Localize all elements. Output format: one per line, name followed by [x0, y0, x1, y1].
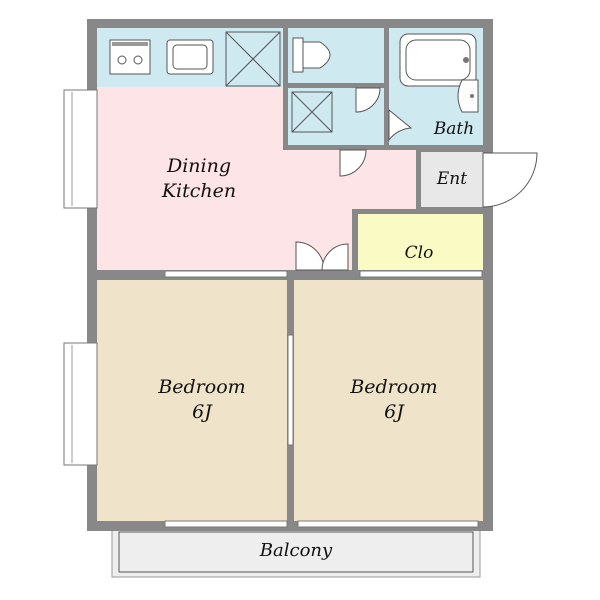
bedroom-right-label-line2: 6J — [384, 401, 405, 423]
entrance-label: Ent — [436, 169, 467, 189]
balcony-rail — [118, 531, 474, 573]
openings — [164, 270, 483, 446]
bedroom-left-floor — [97, 280, 287, 521]
bath-label: Bath — [433, 119, 474, 139]
dining-kitchen-label-line1: Dining — [166, 155, 231, 177]
fridge-space-icon — [225, 31, 281, 87]
sink-icon — [166, 39, 214, 75]
closet-label: Clo — [405, 243, 434, 263]
dining-kitchen-label-line2: Kitchen — [161, 180, 236, 202]
doors — [295, 87, 538, 271]
dining-kitchen-floor — [97, 87, 418, 270]
windows — [63, 89, 479, 528]
stove-icon — [109, 39, 151, 75]
bedroom-left-label-line2: 6J — [192, 401, 213, 423]
bedroom-right-floor — [294, 280, 483, 521]
bedroom-left-label-line1: Bedroom — [157, 376, 245, 398]
bathtub-icon — [399, 33, 477, 87]
washer-space-icon — [291, 91, 333, 133]
balcony-label: Balcony — [259, 540, 333, 561]
entrance-floor — [421, 152, 483, 207]
basin-icon — [457, 79, 479, 113]
toilet-icon — [292, 37, 331, 73]
bedroom-right-label-line1: Bedroom — [349, 376, 437, 398]
closet-floor — [358, 214, 483, 270]
balcony-area — [111, 526, 481, 578]
